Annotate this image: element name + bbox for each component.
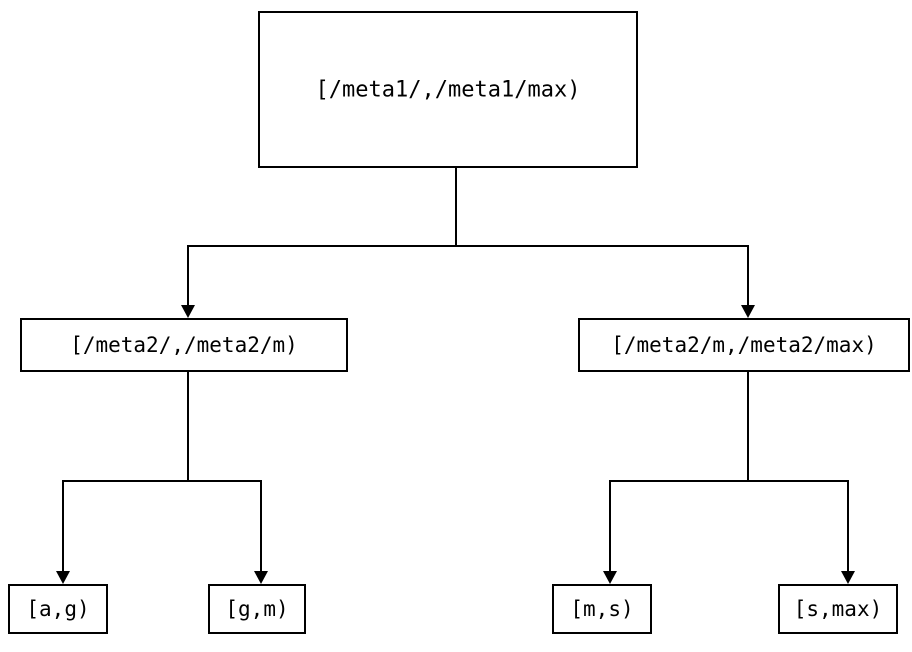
node-label: [a,g) (26, 597, 89, 621)
arrowhead-icon (603, 571, 617, 584)
edge-connector-line (187, 372, 262, 571)
node-box[interactable] (778, 584, 898, 634)
edge-connector-line (62, 372, 189, 571)
edge-connector-line (187, 168, 457, 305)
arrowhead-icon (254, 571, 268, 584)
node-label: [g,m) (225, 597, 288, 621)
tree-node[interactable]: [/meta1/,/meta1/max) (258, 11, 638, 168)
tree-edge (747, 372, 855, 584)
edge-connector-line (455, 168, 749, 305)
arrowhead-icon (56, 571, 70, 584)
arrowhead-icon (741, 305, 755, 318)
arrowhead-icon (841, 571, 855, 584)
nodes-layer: [/meta1/,/meta1/max) [/meta2/,/meta2/m) [/… (8, 11, 910, 634)
node-box[interactable] (208, 584, 306, 634)
tree-edge (603, 372, 749, 584)
node-label: [m,s) (570, 597, 633, 621)
node-label: [/meta2/m,/meta2/max) (611, 333, 877, 357)
edges-layer (56, 168, 855, 584)
tree-edge (187, 372, 268, 584)
tree-edge (181, 168, 457, 318)
edge-connector-line (747, 372, 849, 571)
tree-node[interactable]: [a,g) (8, 584, 108, 634)
node-box[interactable] (578, 318, 910, 372)
node-label: [/meta2/,/meta2/m) (70, 333, 298, 357)
tree-node[interactable]: [s,max) (778, 584, 898, 634)
node-box[interactable] (20, 318, 348, 372)
tree-edge (56, 372, 189, 584)
tree-node[interactable]: [g,m) (208, 584, 306, 634)
tree-edge (455, 168, 755, 318)
tree-node[interactable]: [m,s) (552, 584, 652, 634)
node-box[interactable] (8, 584, 108, 634)
node-box[interactable] (258, 11, 638, 168)
node-label: [s,max) (794, 597, 883, 621)
node-box[interactable] (552, 584, 652, 634)
arrowhead-icon (181, 305, 195, 318)
tree-node[interactable]: [/meta2/,/meta2/m) (20, 318, 348, 372)
edge-connector-line (609, 372, 749, 571)
tree-node[interactable]: [/meta2/m,/meta2/max) (578, 318, 910, 372)
node-label: [/meta1/,/meta1/max) (316, 78, 581, 103)
